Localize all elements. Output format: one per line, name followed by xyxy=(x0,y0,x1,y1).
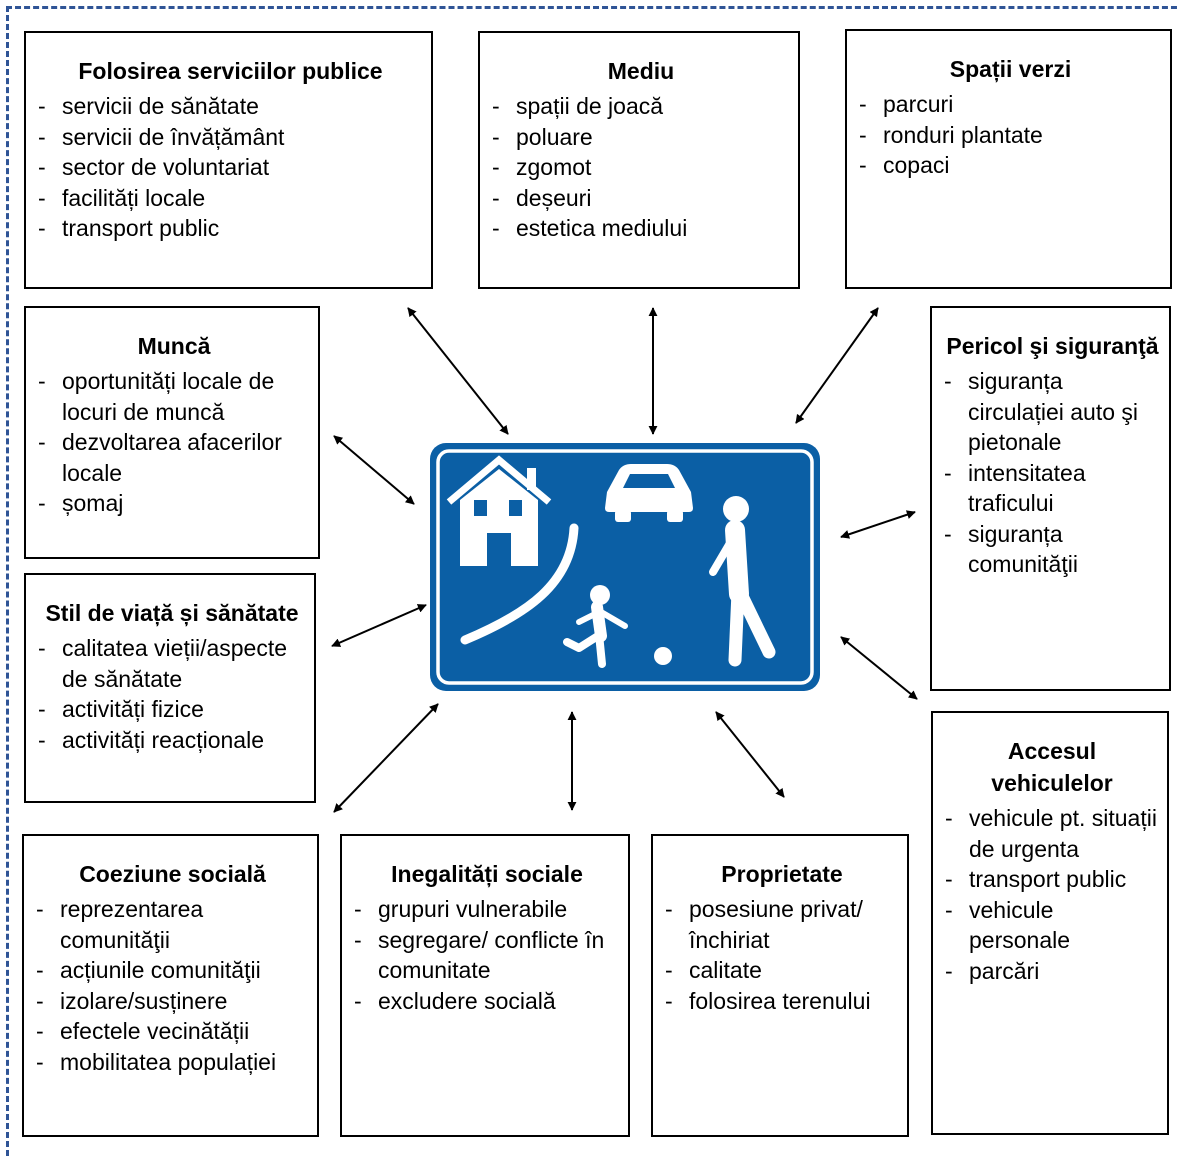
list-item: siguranța circulației auto şi pietonale xyxy=(944,366,1161,458)
list-item: dezvoltarea afacerilor locale xyxy=(38,427,310,488)
list-item: posesiune privat/închiriat xyxy=(665,894,899,955)
list-item: efectele vecinătății xyxy=(36,1016,309,1047)
list-item: parcuri xyxy=(859,89,1162,120)
living-street-sign xyxy=(430,443,820,691)
box-title: Inegalități sociale xyxy=(391,861,583,887)
box-title: Stil de viață și sănătate xyxy=(45,600,299,626)
list-item: zgomot xyxy=(492,152,790,183)
list-item: folosirea terenului xyxy=(665,986,899,1017)
arrow-verzi xyxy=(795,307,879,424)
list-item: activități fizice xyxy=(38,694,306,725)
arrow-munca xyxy=(333,435,415,505)
list-item: transport public xyxy=(38,213,423,244)
list-item: oportunități locale de locuri de muncă xyxy=(38,366,310,427)
list-item: ronduri plantate xyxy=(859,120,1162,151)
box-mediu: Mediu spații de joacă poluare zgomot deș… xyxy=(478,31,800,289)
box-title: Mediu xyxy=(607,58,675,84)
list-item: vehicule personale xyxy=(945,895,1159,956)
arrow-pericol xyxy=(840,510,916,539)
list-item: deșeuri xyxy=(492,183,790,214)
list-item: segregare/ conflicte în comunitate xyxy=(354,925,620,986)
arrow-proprietate xyxy=(715,711,785,798)
house-icon xyxy=(446,455,552,566)
list-item: acțiunile comunităţii xyxy=(36,955,309,986)
car-icon xyxy=(605,464,693,522)
list-item: reprezentarea comunităţii xyxy=(36,894,309,955)
box-folosirea-serviciilor-publice: Folosirea serviciilor publice servicii d… xyxy=(24,31,433,289)
list-item: excludere socială xyxy=(354,986,620,1017)
list-item: mobilitatea populației xyxy=(36,1047,309,1078)
list-item: grupuri vulnerabile xyxy=(354,894,620,925)
box-munca: Muncă oportunități locale de locuri de m… xyxy=(24,306,320,559)
box-title: Spații verzi xyxy=(949,56,1072,82)
arrow-acces xyxy=(840,636,918,700)
box-inegalitati-sociale: Inegalități sociale grupuri vulnerabile … xyxy=(340,834,630,1137)
list-item: calitate xyxy=(665,955,899,986)
list-item: spații de joacă xyxy=(492,91,790,122)
list-item: intensitatea traficului xyxy=(944,458,1161,519)
box-proprietate: Proprietate posesiune privat/închiriat c… xyxy=(651,834,909,1137)
list-item: șomaj xyxy=(38,488,310,519)
list-item: calitatea vieții/aspecte de sănătate xyxy=(38,633,306,694)
list-item: estetica mediului xyxy=(492,213,790,244)
box-title: Coeziune socială xyxy=(79,861,266,887)
box-title: Proprietate xyxy=(721,861,843,887)
list-item: servicii de învățământ xyxy=(38,122,423,153)
list-item: copaci xyxy=(859,150,1162,181)
list-item: activități reacționale xyxy=(38,725,306,756)
box-coeziune-sociala: Coeziune socială reprezentarea comunităţ… xyxy=(22,834,319,1137)
box-title: Pericol şi siguranţă xyxy=(946,333,1159,359)
road-curve xyxy=(460,523,579,645)
list-item: vehicule pt. situații de urgenta xyxy=(945,803,1159,864)
arrow-coeziune xyxy=(333,703,439,813)
dashed-frame xyxy=(6,6,1179,1156)
arrow-stil xyxy=(331,604,427,647)
list-item: sector de voluntariat xyxy=(38,152,423,183)
arrow-servicii xyxy=(407,307,509,435)
list-item: facilități locale xyxy=(38,183,423,214)
list-item: siguranța comunităţii xyxy=(944,519,1161,580)
list-item: parcări xyxy=(945,956,1159,987)
pedestrian-icon xyxy=(709,496,776,667)
child-icon xyxy=(563,585,628,668)
box-accesul-vehiculelor: Accesul vehiculelor vehicule pt. situați… xyxy=(931,711,1169,1135)
list-item: servicii de sănătate xyxy=(38,91,423,122)
box-title: Folosirea serviciilor publice xyxy=(78,58,383,84)
list-item: transport public xyxy=(945,864,1159,895)
box-title: Muncă xyxy=(137,333,211,359)
ball-icon xyxy=(654,647,672,665)
box-stil-de-viata: Stil de viață și sănătate calitatea vieț… xyxy=(24,573,316,803)
box-title: Accesul vehiculelor xyxy=(991,738,1113,796)
box-pericol-si-siguranta: Pericol şi siguranţă siguranța circulați… xyxy=(930,306,1171,691)
list-item: poluare xyxy=(492,122,790,153)
list-item: izolare/susținere xyxy=(36,986,309,1017)
box-spatii-verzi: Spații verzi parcuri ronduri plantate co… xyxy=(845,29,1172,289)
